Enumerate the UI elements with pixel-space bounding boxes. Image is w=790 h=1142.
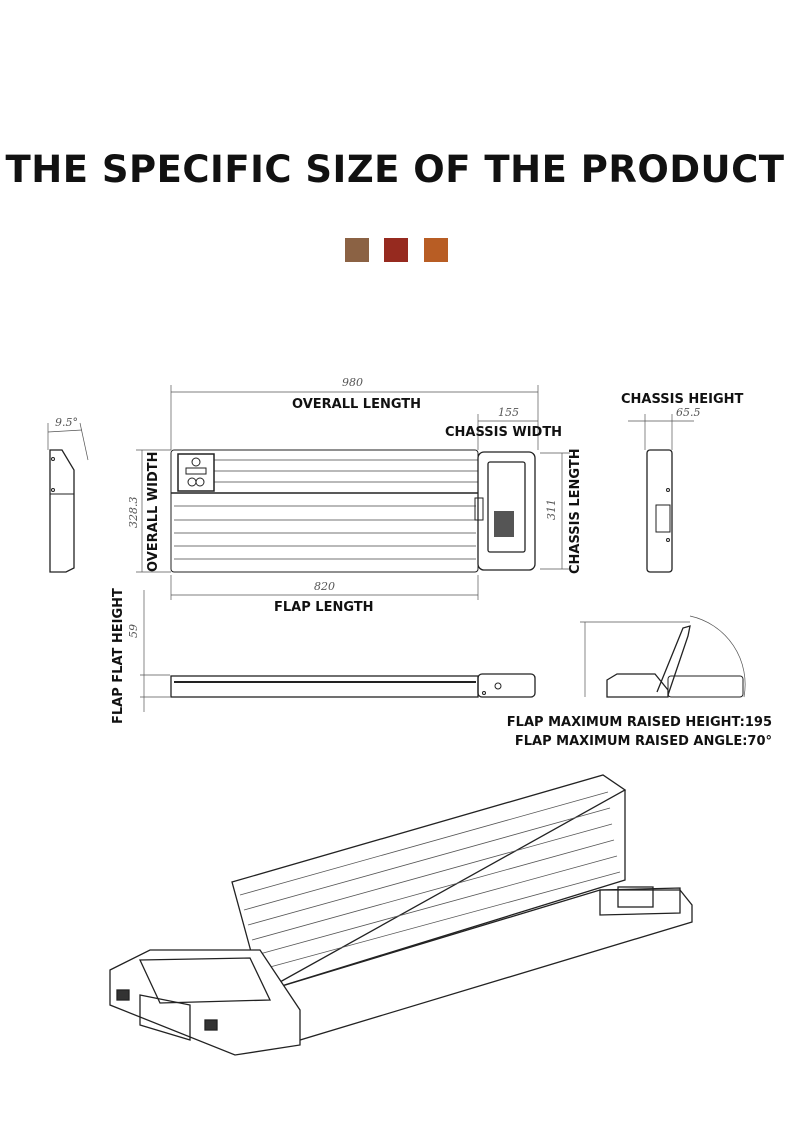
- page-title: THE SPECIFIC SIZE OF THE PRODUCT: [5, 148, 785, 191]
- flap-length-label: FLAP LENGTH: [274, 600, 374, 615]
- overall-width-label: OVERALL WIDTH: [146, 451, 161, 572]
- side-angle-value: 9.5°: [55, 416, 78, 429]
- raised-side-view: [606, 625, 744, 698]
- isometric-view: [109, 774, 693, 1056]
- flap-length-value: 820: [314, 580, 335, 593]
- overall-width-value: 328.3: [127, 496, 140, 529]
- flap-flat-height-value: 59: [127, 624, 140, 638]
- chassis-height-value: 65.5: [676, 406, 701, 419]
- flap-flat-height-label: FLAP FLAT HEIGHT: [111, 588, 126, 724]
- flap-max-height-note: FLAP MAXIMUM RAISED HEIGHT:195: [506, 715, 772, 730]
- color-swatch-orange: [424, 238, 448, 262]
- dimension-lines: [47, 385, 746, 712]
- overall-length-label: OVERALL LENGTH: [292, 397, 422, 412]
- flap-max-angle-note: FLAP MAXIMUM RAISED ANGLE:70°: [514, 734, 772, 749]
- chassis-width-value: 155: [498, 406, 519, 419]
- left-side-view: [49, 449, 75, 573]
- chassis-width-label: CHASSIS WIDTH: [445, 425, 563, 440]
- overall-length-value: 980: [342, 376, 363, 389]
- color-swatch-red: [384, 238, 408, 262]
- chassis-length-value: 311: [545, 499, 558, 520]
- chassis-length-label: CHASSIS LENGTH: [568, 448, 583, 574]
- right-side-view: [646, 449, 673, 573]
- chassis-height-label: CHASSIS HEIGHT: [621, 392, 744, 407]
- color-swatch-brown: [345, 238, 369, 262]
- top-view: [170, 449, 536, 573]
- flat-side-view: [170, 673, 536, 698]
